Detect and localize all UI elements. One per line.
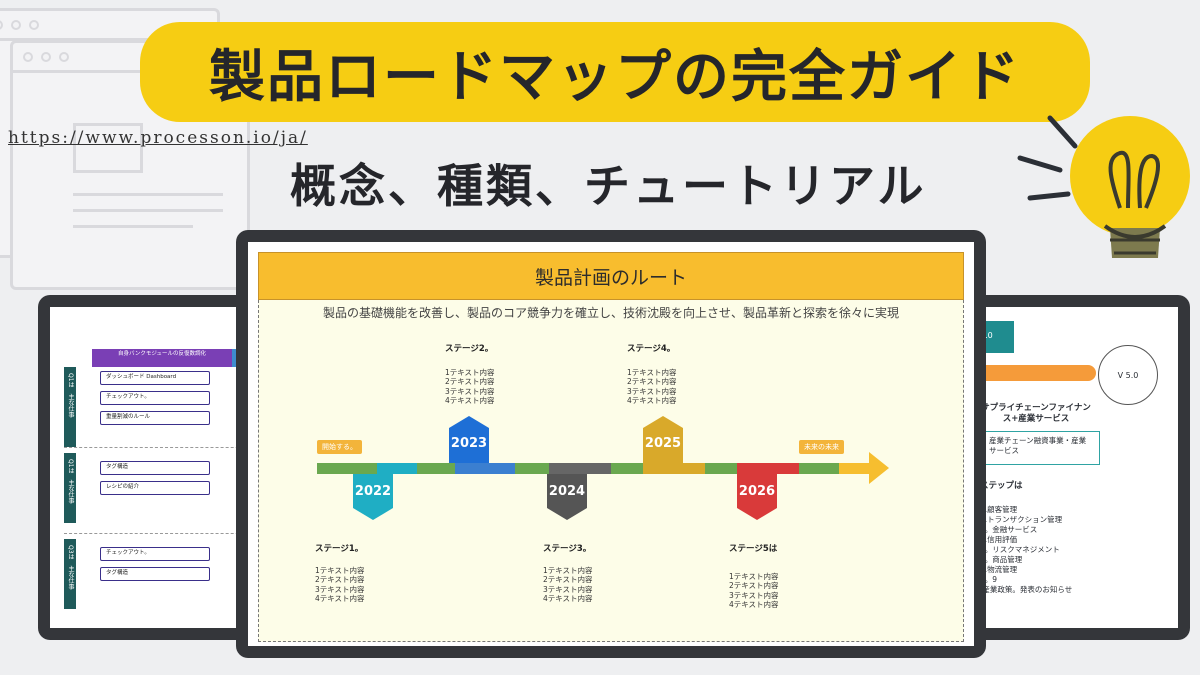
roadmap-title: 製品計画のルート xyxy=(258,252,964,300)
left-row-1-item-2: チェックアウト。 xyxy=(100,391,210,405)
stage-item: 1テキスト内容 xyxy=(445,368,495,377)
stage-5-title: ステージ5は xyxy=(729,544,778,554)
stage-item: 2テキスト内容 xyxy=(627,377,677,387)
stage-item: 4テキスト内容 xyxy=(627,396,677,406)
end-tag: 未来の未来 xyxy=(799,440,844,454)
stage-item: 3テキスト内容 xyxy=(543,584,593,594)
year-2024: 2024 xyxy=(548,484,586,499)
right-slide-title: サプライチェーンファイナンス+産業サービス xyxy=(981,403,1091,425)
year-2023: 2023 xyxy=(450,436,488,451)
stage-item: 2テキスト内容 xyxy=(729,581,779,591)
divider xyxy=(64,447,264,448)
stage-item: 4テキスト内容 xyxy=(543,594,593,604)
left-row-3-label: Q3は 主な仕事 xyxy=(64,539,76,609)
stage-2-title: ステージ2。 xyxy=(445,344,494,354)
stage-item: 1テキスト内容 xyxy=(729,572,779,581)
stage-item: 2テキスト内容 xyxy=(543,575,593,585)
year-2022: 2022 xyxy=(354,484,392,499)
lightbulb-icon xyxy=(1017,115,1190,258)
stage-item: 2テキスト内容 xyxy=(315,575,365,585)
divider xyxy=(64,533,264,534)
center-slide-device: 製品計画のルート 製品の基礎機能を改善し、製品のコア競争力を確立し、技術沈殿を向… xyxy=(236,230,986,658)
left-row-1-item-1: ダッシュボード Dashboard xyxy=(100,371,210,385)
stage-item: 1テキスト内容 xyxy=(627,368,677,377)
stage-3-title: ステージ3。 xyxy=(543,544,592,554)
start-tag: 開始する。 xyxy=(317,440,362,454)
stage-item: 4テキスト内容 xyxy=(729,600,779,610)
stage-2-list: 1テキスト内容 2テキスト内容 3テキスト内容 4テキスト内容 xyxy=(445,368,495,406)
roadmap-timeline xyxy=(317,416,889,520)
center-slide-screen: 製品計画のルート 製品の基礎機能を改善し、製品のコア競争力を確立し、技術沈殿を向… xyxy=(248,242,974,646)
stage-1-list: 1テキスト内容 2テキスト内容 3テキスト内容 4テキスト内容 xyxy=(315,566,365,604)
step-item: 6。商品管理 xyxy=(980,554,1023,564)
stage-item: 3テキスト内容 xyxy=(729,590,779,600)
roadmap-description: 製品の基礎機能を改善し、製品のコア競争力を確立し、技術沈殿を向上させ、製品革新と… xyxy=(322,306,899,320)
left-row-3-item-2: タグ構造 xyxy=(100,567,210,581)
stage-item: 3テキスト内容 xyxy=(445,386,495,396)
steps-list: 1.顧客管理 2.トランザクション管理 3。金融サービス 4.信用評価 5。リス… xyxy=(980,505,1072,595)
stage-5-list: 1テキスト内容 2テキスト内容 3テキスト内容 4テキスト内容 xyxy=(729,572,779,610)
stage-4-list: 1テキスト内容 2テキスト内容 3テキスト内容 4テキスト内容 xyxy=(627,368,677,406)
left-row-1-item-3: 重量割減のルール xyxy=(100,411,210,425)
roadmap-body: 製品の基礎機能を改善し、製品のコア競争力を確立し、技術沈殿を向上させ、製品革新と… xyxy=(258,300,964,642)
source-url[interactable]: https://www.processon.io/ja/ xyxy=(8,128,308,148)
left-slide-screen: 自身バンクモジュールの反復数調化 Q1は 主な仕事 ダッシュボード Dashbo… xyxy=(50,307,266,628)
step-item: 1.顧客管理 xyxy=(980,505,1018,514)
step-item: 3。金融サービス xyxy=(980,524,1038,534)
page-title: 製品ロードマップの完全ガイド xyxy=(209,44,1021,110)
right-slide-device: 5.0 V 5.0 サプライチェーンファイナンス+産業サービス 産業チェーン融資… xyxy=(962,295,1190,640)
stage-item: 1テキスト内容 xyxy=(315,566,365,575)
year-2025: 2025 xyxy=(644,436,682,451)
step-item: 5。リスクマネジメント xyxy=(980,544,1060,554)
page-subtitle: 概念、種類、チュートリアル xyxy=(290,159,927,213)
stage-item: 4テキスト内容 xyxy=(315,594,365,604)
stage-1-title: ステージ1。 xyxy=(315,544,364,554)
step-item: 7.物流管理 xyxy=(980,564,1018,574)
stage-item: 1テキスト内容 xyxy=(543,566,593,575)
stage-item: 4テキスト内容 xyxy=(445,396,495,406)
stage-3-list: 1テキスト内容 2テキスト内容 3テキスト内容 4テキスト内容 xyxy=(543,566,593,604)
left-row-1-label: Q1は 主な仕事 xyxy=(64,367,76,447)
step-item: 2.トランザクション管理 xyxy=(980,514,1063,524)
version-bar xyxy=(974,365,1096,381)
title-banner: 製品ロードマップの完全ガイド xyxy=(140,22,1090,122)
left-row-3-item-1: チェックアウト。 xyxy=(100,547,210,561)
left-slide-header: 自身バンクモジュールの反復数調化 xyxy=(92,349,232,367)
stage-item: 3テキスト内容 xyxy=(315,584,365,594)
right-slide-box: 産業チェーン融資事業・産業サービス xyxy=(982,431,1100,465)
stage-item: 3テキスト内容 xyxy=(627,386,677,396)
stage-item: 2テキスト内容 xyxy=(445,377,495,387)
right-slide-screen: 5.0 V 5.0 サプライチェーンファイナンス+産業サービス 産業チェーン融資… xyxy=(974,307,1178,628)
step-item: .産業政策。発表のお知らせ xyxy=(980,584,1073,594)
left-row-2-label: Q1は 主な仕事 xyxy=(64,453,76,523)
steps-heading: ステップは xyxy=(980,481,1023,491)
left-row-2-item-1: タグ構造 xyxy=(100,461,210,475)
step-item: 4.信用評価 xyxy=(980,534,1018,544)
left-row-2-item-2: レシピの紹介 xyxy=(100,481,210,495)
version-circle: V 5.0 xyxy=(1098,345,1158,405)
year-2026: 2026 xyxy=(738,484,776,499)
step-item: 8。9 xyxy=(980,574,998,584)
stage-4-title: ステージ4。 xyxy=(627,344,676,354)
